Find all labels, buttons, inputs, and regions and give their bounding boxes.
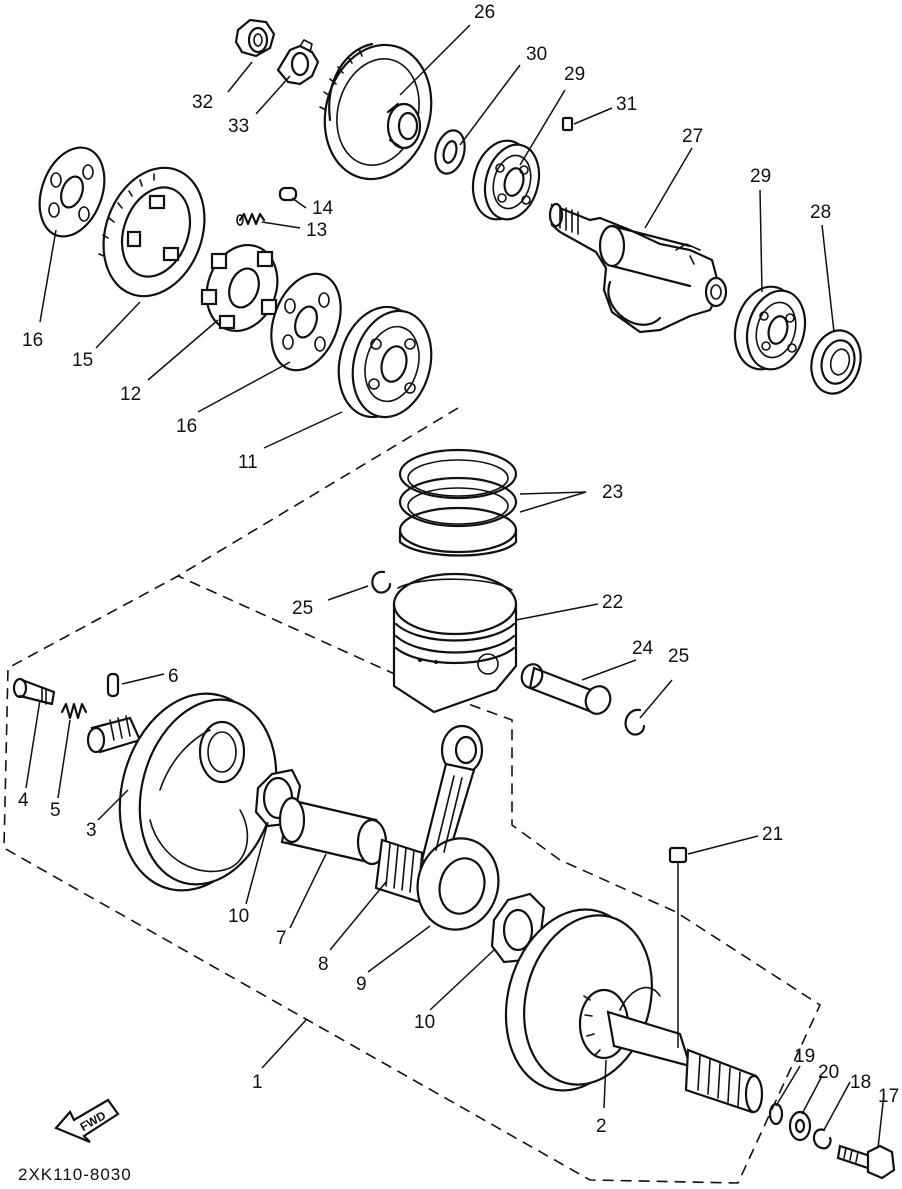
callout-8: 8 [318,954,329,975]
lock-washer-part-18 [812,1128,832,1150]
callout-20: 20 [818,1062,839,1083]
fwd-arrow-icon: FWD [54,1098,120,1144]
callout-17: 17 [878,1086,899,1107]
bolt-part-17 [836,1144,896,1180]
crank-wheel-part-3 [86,692,278,892]
key-part-31 [561,116,574,132]
nut-part-32 [234,18,276,58]
callout-3: 3 [86,820,97,841]
callout-labels: 26 30 29 31 27 29 28 32 33 14 13 16 15 1… [18,2,899,1137]
callout-22: 22 [602,592,623,613]
piston-rings-part-23 [398,448,518,557]
callout-24: 24 [632,638,654,659]
callout-16-left: 16 [22,330,43,351]
o-ring-part-19 [768,1102,784,1126]
bearing-part-29-upper [471,139,541,221]
lock-washer-part-33 [276,39,320,86]
callout-26: 26 [474,2,495,23]
callout-10-right: 10 [414,1012,435,1033]
callout-25-lower: 25 [668,646,689,667]
callout-29-lower: 29 [750,166,771,187]
connecting-rod-part-9 [416,724,500,931]
callout-33: 33 [228,116,249,137]
bolt-part-4 [12,677,56,706]
callout-18: 18 [850,1072,871,1093]
spring-part-13 [236,212,266,226]
callout-28: 28 [810,202,831,223]
assembly-outline [3,407,822,1184]
callout-10-left: 10 [228,906,249,927]
drawing-code: 2XK110-8030 [18,1165,132,1184]
plate-part-16-left [38,146,106,238]
callout-15: 15 [72,350,93,371]
balancer-shaft-part-27 [548,202,728,334]
callout-6: 6 [168,666,179,687]
callout-32: 32 [192,92,213,113]
callout-23: 23 [602,482,623,503]
drive-gear-part-26 [319,42,433,181]
callout-7: 7 [276,928,287,949]
callout-27: 27 [682,126,703,147]
callout-30: 30 [526,44,547,65]
gear-part-15 [98,166,206,298]
hub-part-12 [200,243,279,333]
bearing-part-29-lower [733,285,807,371]
callout-4: 4 [18,790,29,811]
washer-part-30 [434,129,466,175]
bearing-part-11 [337,305,433,419]
callout-21: 21 [762,824,783,845]
callout-9: 9 [356,974,367,995]
callout-13: 13 [306,220,327,241]
piston-part-22 [392,572,518,714]
leader-lines [25,24,885,1149]
key-part-21 [668,846,688,864]
spring-part-5 [60,702,88,720]
callout-29-upper: 29 [564,64,585,85]
crank-wheel-part-2 [504,908,764,1114]
callout-11: 11 [238,452,258,473]
callout-31: 31 [616,94,637,115]
callout-16-right: 16 [176,416,197,437]
callout-19: 19 [794,1046,815,1067]
pin-part-6 [106,672,120,698]
callout-14: 14 [312,198,334,219]
callout-1: 1 [252,1072,263,1093]
callout-12: 12 [120,384,141,405]
callout-2: 2 [596,1116,607,1137]
oil-seal-part-28 [810,329,862,395]
piston-pin-part-24 [520,663,612,715]
callout-25-upper: 25 [292,598,313,619]
clip-part-25-lower [624,708,646,736]
clip-part-25-upper [371,570,392,594]
washer-part-20 [788,1110,812,1142]
plate-part-16-right [270,272,342,372]
pin-part-14 [278,186,298,202]
crank-pin-part-7 [278,796,388,866]
callout-5: 5 [50,800,61,821]
